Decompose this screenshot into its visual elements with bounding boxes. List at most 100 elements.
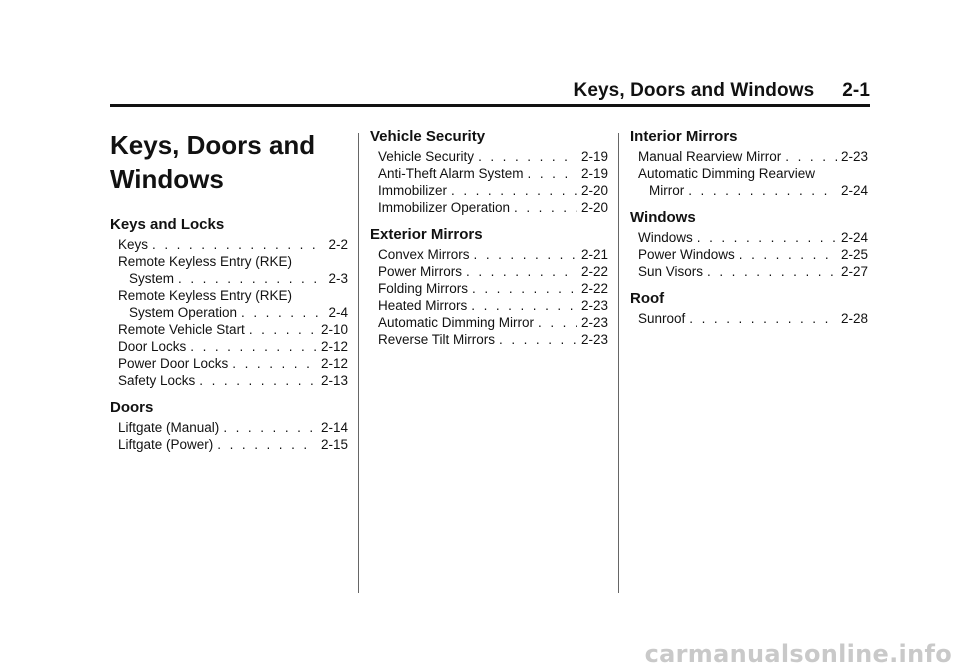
toc-entry-text: Automatic Dimming Rearview [638,166,816,181]
toc-entry[interactable]: Reverse Tilt Mirrors 2-23 [378,331,608,348]
dot-leader [528,165,577,182]
watermark: carmanualsonline.info [644,640,952,668]
section-title: Windows [630,209,696,226]
toc-entry-page: 2-24 [840,230,868,245]
dot-leader [152,236,324,253]
dot-leader [474,246,577,263]
toc-entry[interactable]: Vehicle Security2-19 [378,148,608,165]
dot-leader [538,314,577,331]
toc-entry-page: 2-10 [320,322,348,337]
toc-entry-text: Reverse Tilt Mirrors [378,332,496,347]
dot-leader [499,331,577,348]
toc-entry-text: Remote Keyless Entry (RKE) [118,254,293,269]
toc-entry-page: 2-2 [328,237,348,252]
toc-entry-text: Automatic Dimming Mirror [378,315,535,330]
toc-entry[interactable]: Power Windows 2-25 [638,246,868,263]
toc-entry-text: Remote Keyless Entry (RKE) [118,288,293,303]
toc-entry-page: 2-25 [840,247,868,262]
toc-entry-page: 2-28 [840,311,868,326]
toc-entry-text: Sunroof [638,311,686,326]
toc-entry-page: 2-22 [580,264,608,279]
toc-entry-page: 2-23 [580,332,608,347]
toc-entry-text: Power Mirrors [378,264,463,279]
dot-leader [178,270,324,287]
toc-entry-page: 2-4 [328,305,348,320]
toc-entry[interactable]: Door Locks2-12 [118,338,348,355]
toc-entry[interactable]: Liftgate (Power) 2-15 [118,436,348,453]
toc-entry-text: Immobilizer [378,183,448,198]
toc-entry-text: Door Locks [118,339,187,354]
toc-entry-continuation[interactable]: Mirror 2-24 [649,182,868,199]
toc-entry-continuation[interactable]: System2-3 [129,270,348,287]
toc-entry-text: Convex Mirrors [378,247,470,262]
section-title: Roof [630,290,665,307]
toc-entry-text: Heated Mirrors [378,298,468,313]
toc-entry-page: 2-24 [840,183,868,198]
dot-leader [739,246,837,263]
toc-entry-text: Power Door Locks [118,356,229,371]
section-title: Vehicle Security [370,128,486,145]
dot-leader [249,321,317,338]
toc-entry[interactable]: Safety Locks2-13 [118,372,348,389]
toc-entry-text: Sun Visors [638,264,704,279]
toc-entry[interactable]: Heated Mirrors 2-23 [378,297,608,314]
toc-entry-text: Immobilizer Operation [378,200,511,215]
toc-entry-text: Vehicle Security [378,149,475,164]
toc-entry-page: 2-23 [840,149,868,164]
toc-entry-continuation[interactable]: System Operation 2-4 [129,304,348,321]
toc-entry[interactable]: Windows 2-24 [638,229,868,246]
toc-entry[interactable]: Folding Mirrors2-22 [378,280,608,297]
toc-entry-text: Mirror [649,183,685,198]
toc-entry-page: 2-15 [320,437,348,452]
toc-entry[interactable]: Manual Rearview Mirror2-23 [638,148,868,165]
toc-entry[interactable]: Remote Vehicle Start2-10 [118,321,348,338]
toc-entry[interactable]: Sunroof 2-28 [638,310,868,327]
toc-entry[interactable]: Anti-Theft Alarm System2-19 [378,165,608,182]
chapter-title: Keys, Doors and Windows [110,130,316,194]
section-title: Keys and Locks [110,216,225,233]
toc-entry-page: 2-23 [580,315,608,330]
dot-leader [688,182,837,199]
toc-entry-text: Liftgate (Manual) [118,420,220,435]
toc-entry-text: System Operation [129,305,238,320]
toc-entry-page: 2-12 [320,356,348,371]
toc-entry[interactable]: Immobilizer2-20 [378,182,608,199]
toc-entry[interactable]: Remote Keyless Entry (RKE)System Operati… [110,287,348,321]
dot-leader [785,148,837,165]
toc-entry-text: Power Windows [638,247,735,262]
dot-leader [217,436,317,453]
dot-leader [223,419,317,436]
toc-entry[interactable]: Power Mirrors 2-22 [378,263,608,280]
toc-entry[interactable]: Convex Mirrors2-21 [378,246,608,263]
toc-entry[interactable]: Sun Visors 2-27 [638,263,868,280]
toc-entry-page: 2-13 [320,373,348,388]
dot-leader [707,263,837,280]
toc-entry[interactable]: Remote Keyless Entry (RKE)System2-3 [110,253,348,287]
toc-entry-text: Windows [638,230,693,245]
toc-entry-text: Liftgate (Power) [118,437,214,452]
toc-entry[interactable]: Liftgate (Manual) 2-14 [118,419,348,436]
toc-entry[interactable]: Immobilizer Operation2-20 [378,199,608,216]
dot-leader [190,338,317,355]
section-title: Exterior Mirrors [370,226,483,243]
dot-leader [689,310,837,327]
dot-leader [478,148,577,165]
toc-entry-page: 2-22 [580,281,608,296]
toc-entry[interactable]: Automatic Dimming Mirror 2-23 [378,314,608,331]
dot-leader [241,304,324,321]
toc-entry-page: 2-3 [328,271,348,286]
toc-entry[interactable]: Keys2-2 [118,236,348,253]
toc-entry-page: 2-27 [840,264,868,279]
toc-entry-page: 2-14 [320,420,348,435]
toc-entry[interactable]: Power Door Locks 2-12 [118,355,348,372]
dot-leader [472,280,577,297]
toc-entry-page: 2-23 [580,298,608,313]
running-header-title: Keys, Doors and Windows [573,80,815,101]
